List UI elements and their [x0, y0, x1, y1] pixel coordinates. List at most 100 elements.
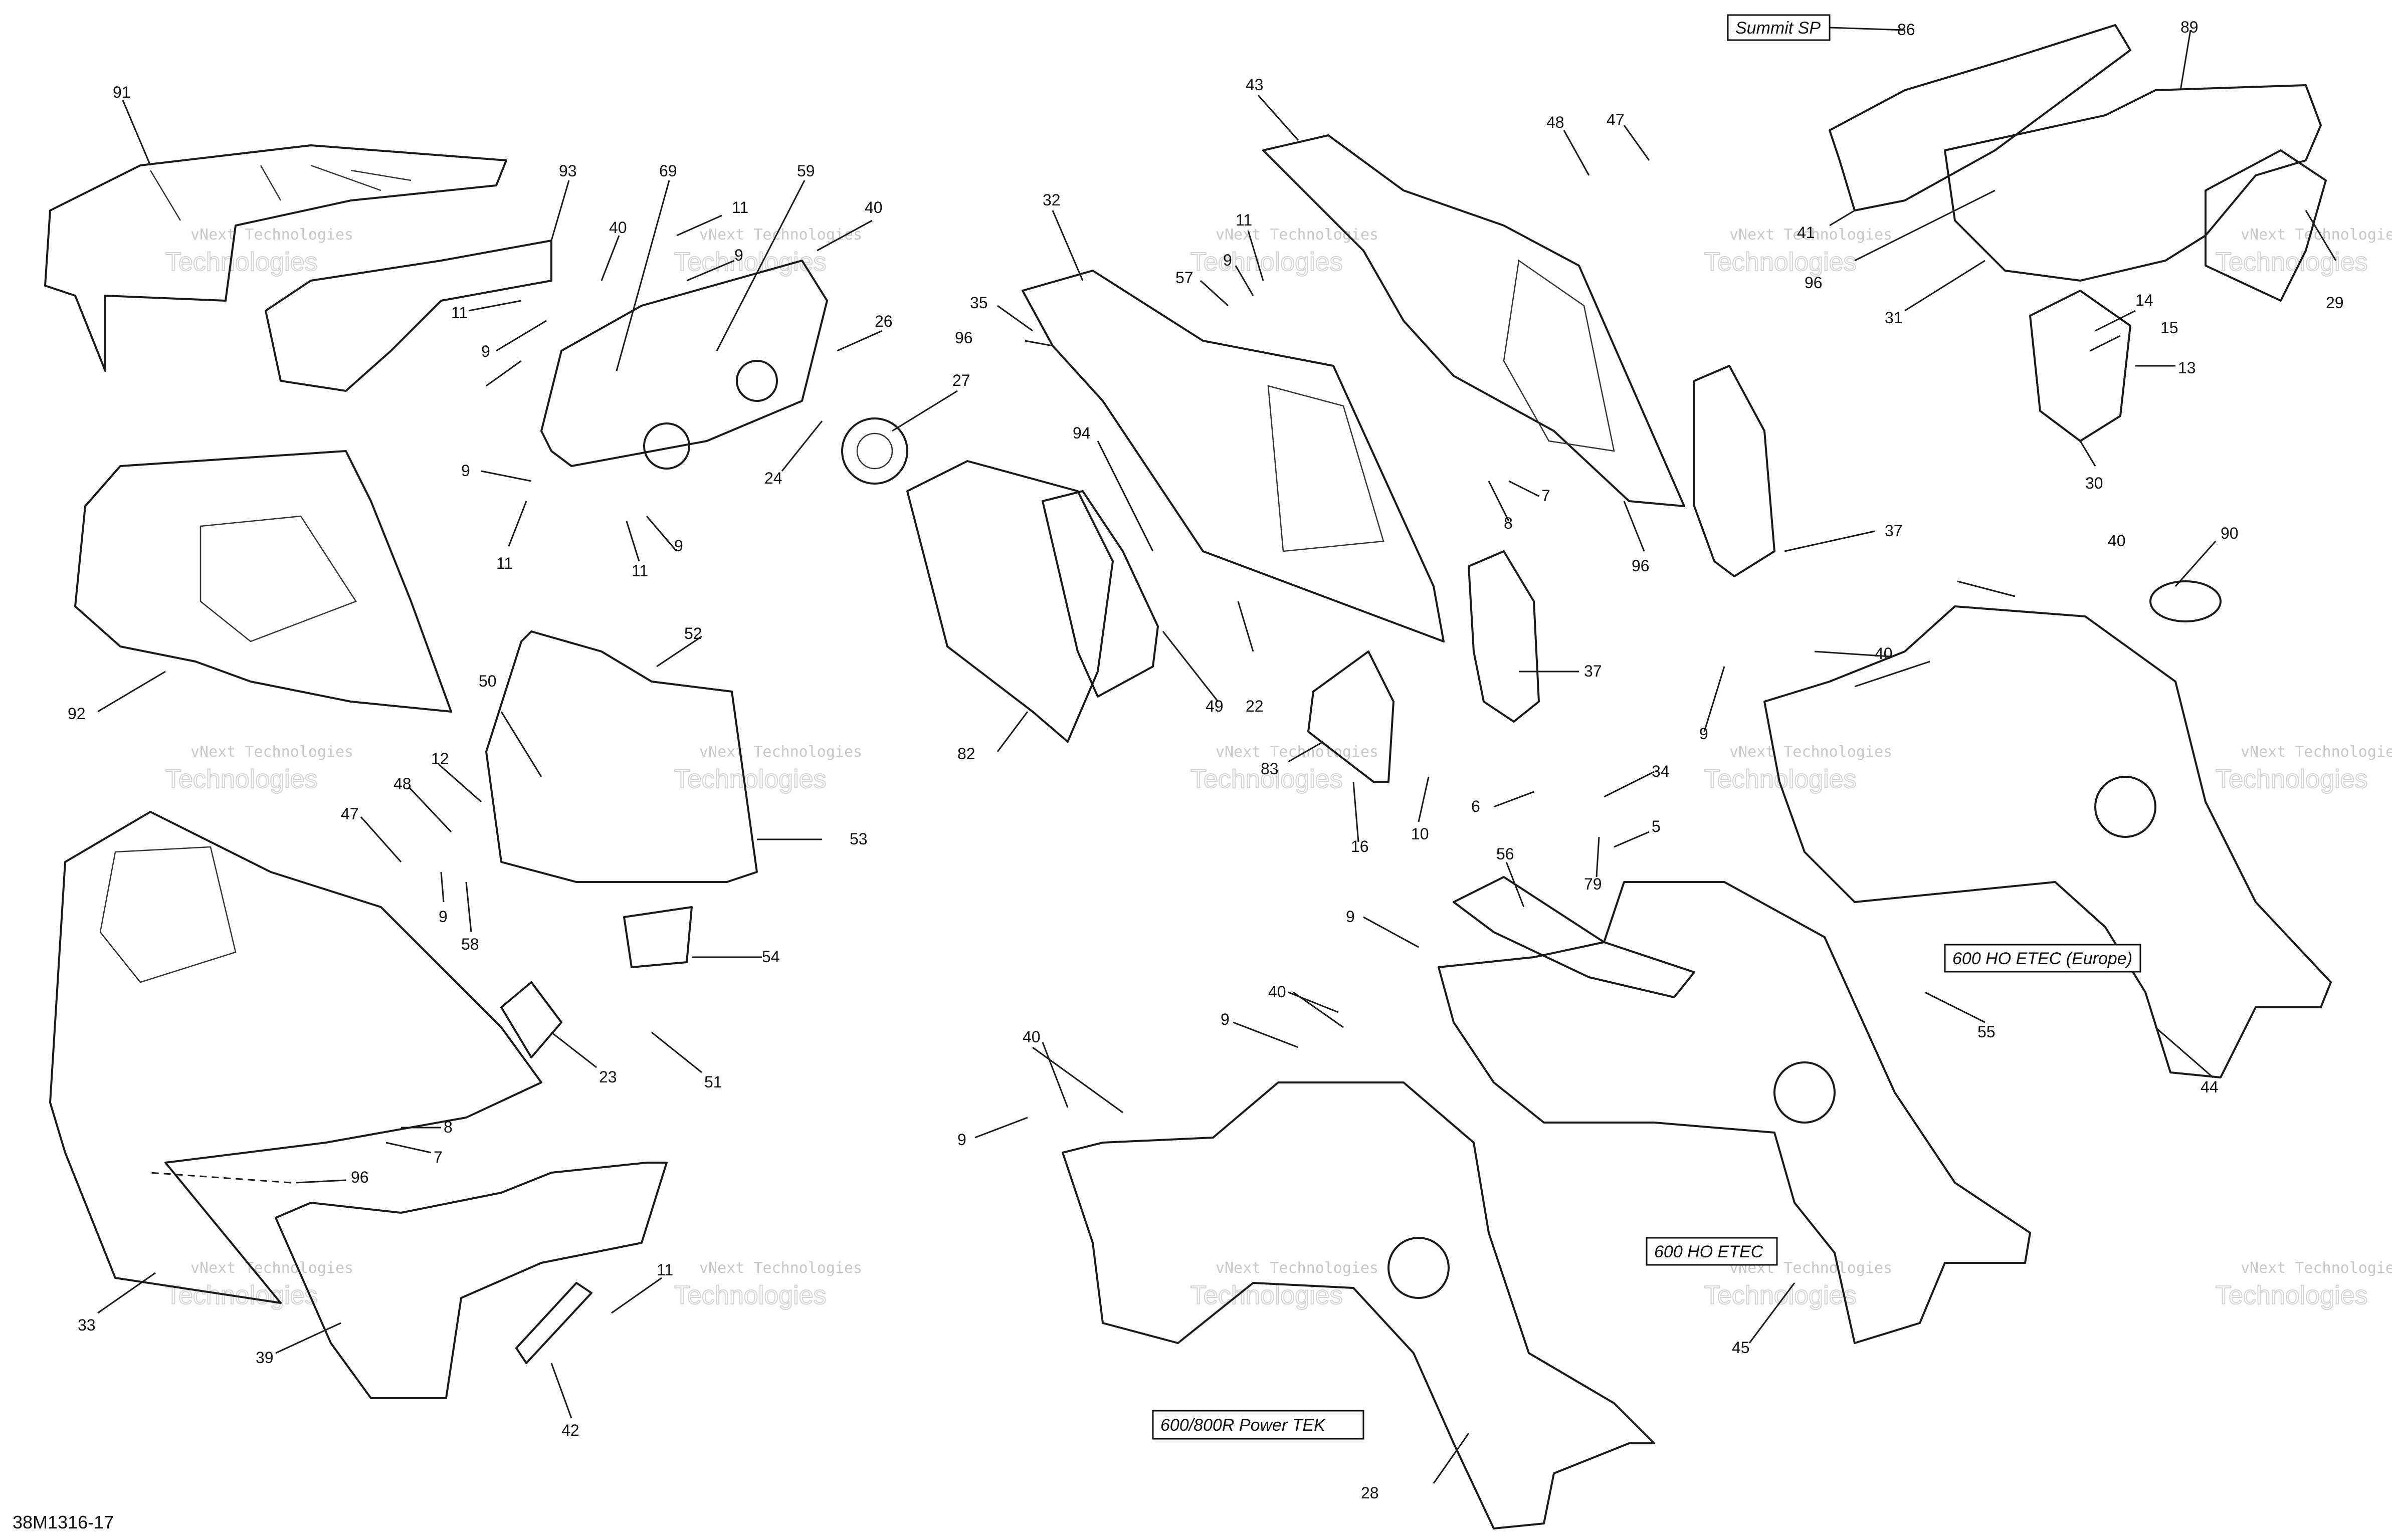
callout-11: 11	[1236, 211, 1252, 229]
callout-40: 40	[1875, 644, 1893, 663]
callout-9: 9	[957, 1131, 966, 1149]
callout-89: 89	[2180, 18, 2199, 36]
callout-48: 48	[393, 775, 412, 793]
callout-9: 9	[674, 537, 683, 555]
callout-92: 92	[68, 705, 86, 723]
callout-10: 10	[1411, 825, 1429, 843]
callout-11: 11	[732, 198, 748, 216]
callout-30: 30	[2085, 474, 2103, 492]
callout-9: 9	[1221, 1010, 1230, 1028]
watermark: vNext Technologies	[190, 1259, 353, 1277]
callout-11: 11	[496, 554, 513, 572]
watermark: Technologies	[165, 248, 318, 277]
callout-52: 52	[684, 624, 702, 642]
callout-53: 53	[850, 830, 868, 848]
callout-79: 79	[1584, 875, 1602, 893]
callout-11: 11	[451, 304, 468, 322]
callout-50: 50	[479, 672, 497, 690]
callout-37: 37	[1885, 522, 1903, 540]
callout-7: 7	[434, 1148, 443, 1166]
callout-35: 35	[970, 294, 988, 312]
callout-42: 42	[561, 1421, 579, 1439]
callout-86: 86	[1897, 21, 1915, 39]
callout-96: 96	[955, 329, 973, 347]
callout-48: 48	[1546, 113, 1564, 131]
watermark: vNext Technologies	[190, 226, 353, 244]
callout-96: 96	[1805, 274, 1823, 292]
watermark: Technologies	[1704, 765, 1857, 794]
callout-55: 55	[1977, 1023, 1996, 1041]
watermark: Technologies	[2216, 765, 2368, 794]
callout-12: 12	[431, 750, 449, 768]
callout-24: 24	[764, 469, 782, 487]
callout-9: 9	[1346, 908, 1355, 926]
watermark: vNext Technologies	[699, 1259, 862, 1277]
callout-93: 93	[559, 162, 577, 180]
part-drawings	[44, 24, 2332, 1529]
callout-37: 37	[1584, 662, 1602, 680]
watermark: vNext Technologies	[190, 743, 353, 761]
callout-83: 83	[1261, 760, 1279, 778]
watermark: Technologies	[2216, 1281, 2368, 1310]
watermark: Technologies	[1190, 248, 1343, 277]
callout-49: 49	[1206, 697, 1224, 715]
watermark: vNext Technologies	[2241, 1259, 2392, 1277]
callout-91: 91	[113, 83, 131, 101]
callout-9: 9	[1699, 725, 1708, 743]
callout-45: 45	[1732, 1339, 1750, 1357]
callout-40: 40	[609, 218, 627, 237]
callout-43: 43	[1246, 76, 1264, 94]
watermark: vNext Technologies	[1216, 1259, 1378, 1277]
watermark: vNext Technologies	[1729, 226, 1892, 244]
callout-44: 44	[2201, 1078, 2219, 1096]
watermark: Technologies	[2216, 248, 2368, 277]
callout-47: 47	[1607, 111, 1625, 129]
callout-5: 5	[1652, 817, 1661, 835]
callout-33: 33	[78, 1316, 96, 1334]
watermark: Technologies	[1190, 765, 1343, 794]
callout-40: 40	[1023, 1028, 1041, 1046]
callout-69: 69	[659, 162, 677, 180]
callout-40: 40	[1268, 983, 1286, 1001]
callout-90: 90	[2221, 524, 2239, 542]
callout-15: 15	[2160, 319, 2178, 337]
callout-96: 96	[351, 1168, 369, 1186]
callout-26: 26	[875, 312, 893, 330]
callout-34: 34	[1652, 762, 1670, 780]
callout-96: 96	[1632, 557, 1650, 575]
watermark: vNext Technologies	[699, 743, 862, 761]
callout-11: 11	[632, 562, 648, 580]
drawing-code: 38M1316-17	[13, 1512, 114, 1532]
callout-8: 8	[1504, 514, 1513, 532]
callout-9: 9	[734, 246, 743, 264]
callout-13: 13	[2178, 359, 2196, 377]
callout-9: 9	[461, 462, 470, 480]
callout-11: 11	[657, 1261, 673, 1279]
callout-40: 40	[865, 198, 883, 216]
callout-31: 31	[1885, 309, 1903, 327]
watermark: vNext Technologies	[1216, 743, 1378, 761]
callout-27: 27	[952, 371, 970, 389]
label-box-summit-sp	[1727, 14, 1831, 41]
callout-40: 40	[2108, 532, 2126, 550]
callout-16: 16	[1351, 837, 1369, 855]
variant-labels: Summit SP 600 HO ETEC (Europe) 600 HO ET…	[1152, 14, 2141, 1440]
callout-23: 23	[599, 1068, 617, 1086]
callout-57: 57	[1175, 269, 1193, 287]
label-box-power-tek	[1152, 1410, 1364, 1440]
label-box-600-ho-etec-europe	[1944, 944, 2141, 973]
callout-22: 22	[1246, 697, 1264, 715]
callout-32: 32	[1043, 191, 1061, 209]
callout-9: 9	[1223, 251, 1232, 269]
leader-lines	[97, 27, 2337, 1484]
watermark: Technologies	[1704, 248, 1857, 277]
watermark: vNext Technologies	[1729, 743, 1892, 761]
watermark: Technologies	[165, 1281, 318, 1310]
callout-41: 41	[1797, 224, 1815, 242]
watermark: Technologies	[1704, 1281, 1857, 1310]
callout-47: 47	[341, 805, 359, 823]
label-600-ho-etec: 600 HO ETEC	[1654, 1242, 1763, 1261]
callout-7: 7	[1541, 487, 1550, 505]
callout-9: 9	[439, 908, 448, 926]
